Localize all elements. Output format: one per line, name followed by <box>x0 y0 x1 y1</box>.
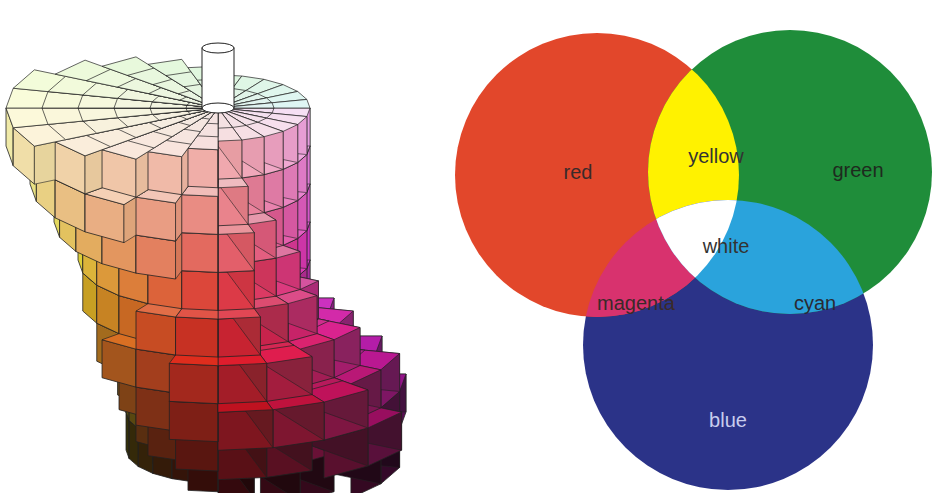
chip-side <box>148 152 182 195</box>
chip-side <box>188 148 218 187</box>
chip-top <box>13 70 218 108</box>
value-pole <box>202 48 234 108</box>
chip-top <box>13 108 218 146</box>
color-solid <box>0 0 460 493</box>
chip-side <box>182 233 218 273</box>
value-pole <box>202 103 234 113</box>
color-label: red <box>564 161 593 183</box>
region-label: magenta <box>597 292 675 314</box>
region-label: white <box>703 235 750 257</box>
blue-circle <box>583 200 873 490</box>
region-label: cyan <box>794 292 836 314</box>
chip-side <box>169 363 218 403</box>
chip-top <box>85 146 218 205</box>
chip-top <box>102 57 218 108</box>
color-label: green <box>832 159 883 181</box>
chip-side <box>182 271 218 311</box>
chip-wall <box>176 184 218 279</box>
chip-side <box>169 401 218 441</box>
white-region <box>583 200 873 490</box>
chip-side <box>136 197 176 241</box>
value-layer <box>6 57 310 197</box>
chip-top <box>42 108 218 124</box>
region-label: yellow <box>688 145 744 167</box>
chip-side <box>176 317 218 357</box>
chip-side <box>136 311 176 355</box>
chip-top <box>6 108 218 128</box>
chip-top <box>148 108 218 157</box>
chip-side <box>136 235 176 279</box>
red-circle-node: red <box>455 33 739 317</box>
green-circle-node: green <box>648 30 932 314</box>
magenta-region <box>583 200 873 490</box>
value-pole <box>202 43 234 53</box>
chip-top <box>78 108 218 121</box>
cyan-region <box>583 200 873 490</box>
chip-side <box>182 195 218 235</box>
color-label: blue <box>709 409 747 431</box>
